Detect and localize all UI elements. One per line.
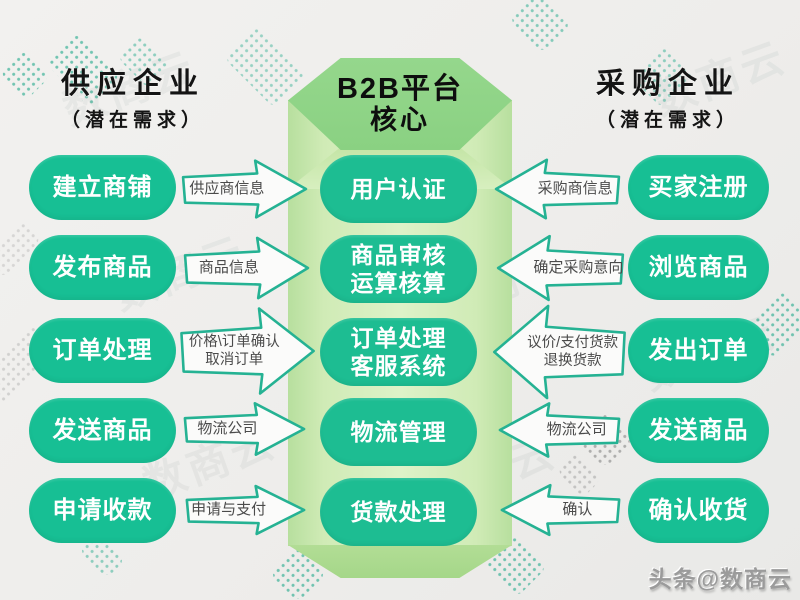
buyer-column-subtitle: （潜在需求） [595, 110, 740, 131]
flow-arrow-bargain-pay-refund: 议价/支付货款退换货款 [490, 300, 630, 404]
flow-arrow-supplier-info: 供应商信息 [178, 157, 310, 221]
supply-step-create-shop: 建立商铺 [29, 155, 176, 220]
flow-arrow-confirm: 确认 [498, 482, 624, 538]
platform-module-order-service: 订单处理客服系统 [320, 318, 477, 386]
platform-module-payment: 货款处理 [320, 478, 477, 546]
flow-arrow-logistics-company-right: 物流公司 [496, 400, 624, 460]
flow-arrow-apply-and-pay: 申请与支付 [182, 483, 308, 537]
flow-arrow-price-order-confirm: 价格\订单确认取消订单 [176, 303, 318, 399]
supply-step-ship-goods: 发送商品 [29, 398, 176, 463]
supply-column-subtitle: （潜在需求） [60, 110, 205, 131]
supply-column-title: 供应企业 [60, 68, 205, 100]
platform-title-line2: 核心 [370, 105, 430, 136]
platform-title-line1: B2B平台 [336, 72, 463, 105]
buyer-step-place-order: 发出订单 [628, 318, 769, 383]
supply-step-order-handling: 订单处理 [29, 318, 176, 383]
flow-arrow-purchaser-info: 采购商信息 [492, 156, 624, 222]
buyer-step-register: 买家注册 [628, 155, 769, 220]
supply-step-publish-goods: 发布商品 [29, 235, 176, 300]
platform-module-goods-review: 商品审核运算核算 [320, 235, 477, 303]
credit-watermark: 头条@数商云 [648, 566, 792, 592]
flow-arrow-logistics-company-left: 物流公司 [180, 400, 308, 458]
platform-hexagon-header: B2B平台 核心 [288, 58, 512, 150]
buyer-step-ship-goods: 发送商品 [628, 398, 769, 463]
buyer-column-title: 采购企业 [595, 68, 740, 100]
platform-module-logistics: 物流管理 [320, 398, 477, 466]
flow-arrow-goods-info: 商品信息 [180, 234, 312, 302]
flow-arrow-purchase-intent: 确定采购意向 [494, 232, 628, 304]
supply-step-request-payment: 申请收款 [29, 478, 176, 543]
platform-module-user-auth: 用户认证 [320, 155, 477, 223]
buyer-step-confirm-receipt: 确认收货 [628, 478, 769, 543]
buyer-step-browse-goods: 浏览商品 [628, 235, 769, 300]
halftone-dots-decoration [508, 0, 572, 54]
